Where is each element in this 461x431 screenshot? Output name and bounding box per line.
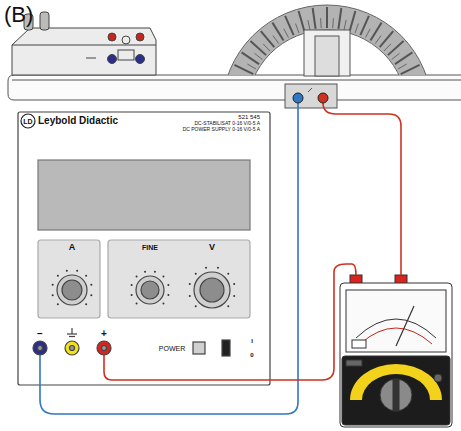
power-supply bbox=[18, 112, 270, 385]
scale-tick bbox=[320, 18, 322, 28]
scale-tick bbox=[392, 53, 400, 59]
red-wire bbox=[323, 103, 401, 275]
knob-dot bbox=[66, 270, 68, 272]
scale-tick bbox=[332, 18, 334, 28]
scale-tick bbox=[326, 7, 328, 28]
scale-tick bbox=[242, 52, 259, 64]
scale-tick bbox=[401, 65, 420, 74]
scale-tick bbox=[388, 41, 404, 55]
knob-dot bbox=[195, 273, 197, 275]
scale-tick bbox=[360, 16, 369, 35]
knob-dot bbox=[217, 267, 219, 269]
shelf bbox=[8, 75, 461, 100]
knob-dot bbox=[52, 284, 54, 286]
knob-dot bbox=[57, 275, 59, 277]
panel-text: FINE bbox=[142, 244, 158, 251]
panel-text: Leybold Didactic bbox=[38, 116, 118, 126]
knob-dot bbox=[52, 294, 54, 296]
knob-dot bbox=[154, 271, 156, 273]
scale-tick bbox=[296, 24, 299, 33]
scale-tick bbox=[261, 31, 274, 47]
knob-dot bbox=[189, 295, 191, 297]
knob-scale bbox=[52, 267, 236, 307]
logo-ring bbox=[21, 114, 35, 128]
scale-tick bbox=[365, 29, 370, 38]
wires bbox=[40, 103, 401, 414]
scale-tick bbox=[272, 23, 283, 41]
knob-dot bbox=[76, 270, 78, 272]
knob-dot bbox=[131, 294, 133, 296]
scale-tick bbox=[284, 29, 289, 38]
knob-dot bbox=[144, 271, 146, 273]
goniometer bbox=[222, 5, 432, 75]
knob-dot bbox=[162, 276, 164, 278]
panel-text: A bbox=[69, 243, 76, 252]
knob-dot bbox=[90, 284, 92, 286]
power-supply-panel: LD Leybold Didactic 521 545DC-STABILISAT 0… bbox=[18, 112, 270, 385]
knob-dot bbox=[233, 295, 235, 297]
panel-text: − bbox=[37, 329, 43, 339]
scale-tick bbox=[308, 20, 310, 30]
knob-dot bbox=[90, 294, 92, 296]
scale-tick bbox=[375, 36, 381, 44]
panel-text: 0 bbox=[250, 352, 253, 358]
knob-dot bbox=[167, 284, 169, 286]
scale-tick bbox=[313, 8, 316, 29]
knob-dot bbox=[85, 275, 87, 277]
knob-dot bbox=[136, 302, 138, 304]
knob-dot bbox=[205, 267, 207, 269]
knob-dot bbox=[233, 283, 235, 285]
panel-text: POWER bbox=[159, 345, 185, 352]
panel-text: 521 545 bbox=[238, 114, 260, 120]
scale-tick bbox=[263, 44, 270, 51]
panel-text: + bbox=[101, 329, 107, 339]
knob-dot bbox=[57, 303, 59, 305]
panel-text: LD bbox=[23, 118, 32, 125]
holder-terminals bbox=[293, 93, 328, 103]
figure-label: (B) bbox=[4, 4, 33, 26]
scale-tick bbox=[285, 16, 294, 35]
knob-dot bbox=[167, 294, 169, 296]
scale-tick bbox=[299, 11, 305, 31]
scale-tick bbox=[384, 44, 391, 51]
knob-dot bbox=[131, 284, 133, 286]
panel-text: V bbox=[209, 243, 215, 252]
scale-tick bbox=[338, 8, 341, 29]
scale-tick bbox=[350, 11, 356, 31]
multimeter bbox=[340, 275, 452, 427]
scale-tick bbox=[250, 41, 266, 55]
blue-wire bbox=[40, 103, 298, 414]
plug-in-device bbox=[12, 12, 156, 75]
knob-dot bbox=[227, 273, 229, 275]
scale-tick bbox=[380, 31, 393, 47]
knob-dot bbox=[136, 276, 138, 278]
scale-tick bbox=[398, 64, 407, 69]
scale-tick bbox=[247, 64, 256, 69]
scale-tick bbox=[395, 52, 412, 64]
panel-text: DC-STABILISAT 0-16 V/0-5 A bbox=[194, 121, 260, 126]
knob-dot bbox=[162, 302, 164, 304]
panel-text: I bbox=[251, 338, 253, 344]
knob-dot bbox=[195, 305, 197, 307]
scale-tick bbox=[255, 53, 263, 59]
red-wire bbox=[104, 264, 356, 380]
scale-tick bbox=[355, 24, 358, 33]
scale-tick bbox=[273, 36, 279, 44]
knob-dot bbox=[85, 303, 87, 305]
sample-holder bbox=[285, 30, 350, 108]
knob-dot bbox=[189, 283, 191, 285]
panel-text: DC POWER SUPPLY 0-16 V/0-5 A bbox=[183, 127, 260, 132]
scale-tick bbox=[344, 20, 346, 30]
knob-dot bbox=[227, 305, 229, 307]
